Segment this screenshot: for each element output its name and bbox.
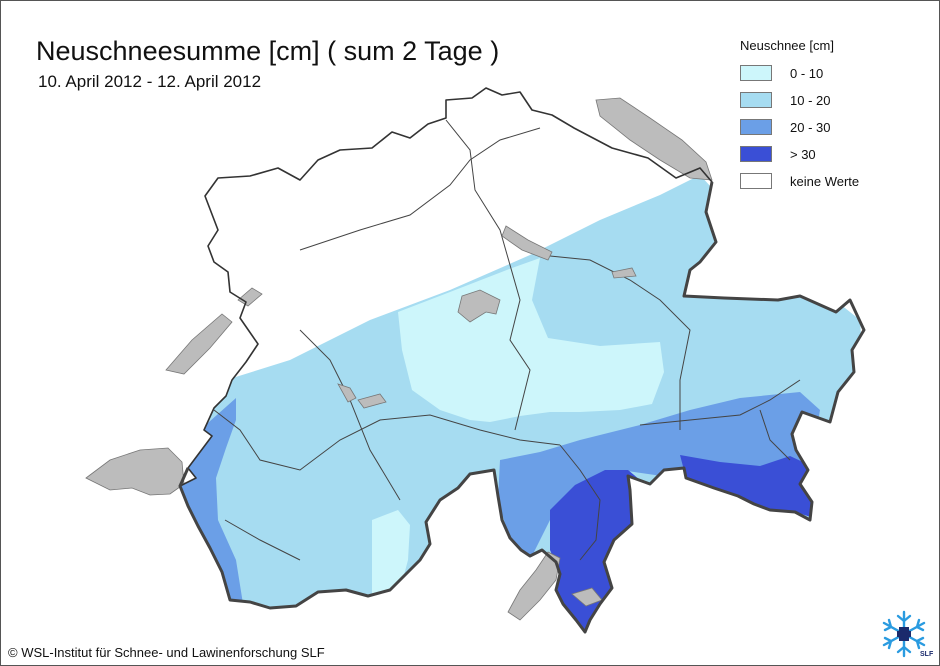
legend: Neuschnee [cm] 0 - 10 10 - 20 20 - 30 > … bbox=[740, 38, 859, 197]
lakes bbox=[85, 97, 713, 621]
legend-item: > 30 bbox=[740, 143, 859, 165]
snow-zone-0-10-southwest bbox=[372, 510, 410, 595]
legend-label: keine Werte bbox=[790, 173, 860, 189]
country-border-thick-south bbox=[178, 181, 866, 634]
lake-zurich bbox=[501, 225, 553, 261]
lake-constance bbox=[595, 97, 713, 181]
legend-item: 10 - 20 bbox=[740, 89, 859, 111]
copyright-credit: © WSL-Institut für Schnee- und Lawinenfo… bbox=[8, 645, 325, 660]
legend-swatch bbox=[740, 65, 772, 81]
lake-thun bbox=[337, 383, 357, 403]
legend-label: > 30 bbox=[790, 146, 816, 162]
legend-swatch bbox=[740, 173, 772, 189]
lake-brienz bbox=[357, 393, 387, 409]
lake-neuchatel bbox=[165, 313, 233, 375]
legend-item: 20 - 30 bbox=[740, 116, 859, 138]
lake-maggiore bbox=[507, 551, 561, 621]
legend-label: 10 - 20 bbox=[790, 92, 831, 108]
snowflake-cross-icon bbox=[882, 610, 926, 658]
lake-geneva bbox=[85, 447, 185, 496]
legend-item: 0 - 10 bbox=[740, 62, 859, 84]
legend-label: 0 - 10 bbox=[790, 65, 824, 81]
lake-walen bbox=[611, 267, 637, 279]
legend-swatch bbox=[740, 119, 772, 135]
legend-item: keine Werte bbox=[740, 170, 859, 192]
legend-swatch bbox=[740, 92, 772, 108]
map-title: Neuschneesumme [cm] ( sum 2 Tage ) bbox=[36, 36, 500, 66]
snow-zone-over-30-engadin bbox=[680, 455, 820, 520]
legend-label: 20 - 30 bbox=[790, 119, 831, 135]
lake-lucerne bbox=[457, 289, 501, 323]
legend-swatch bbox=[740, 146, 772, 162]
snow-zone-over-30-ticino bbox=[550, 470, 650, 632]
legend-title: Neuschnee [cm] bbox=[740, 38, 834, 53]
map-subtitle: 10. April 2012 - 12. April 2012 bbox=[38, 72, 262, 91]
logo-text: SLF bbox=[920, 651, 934, 658]
